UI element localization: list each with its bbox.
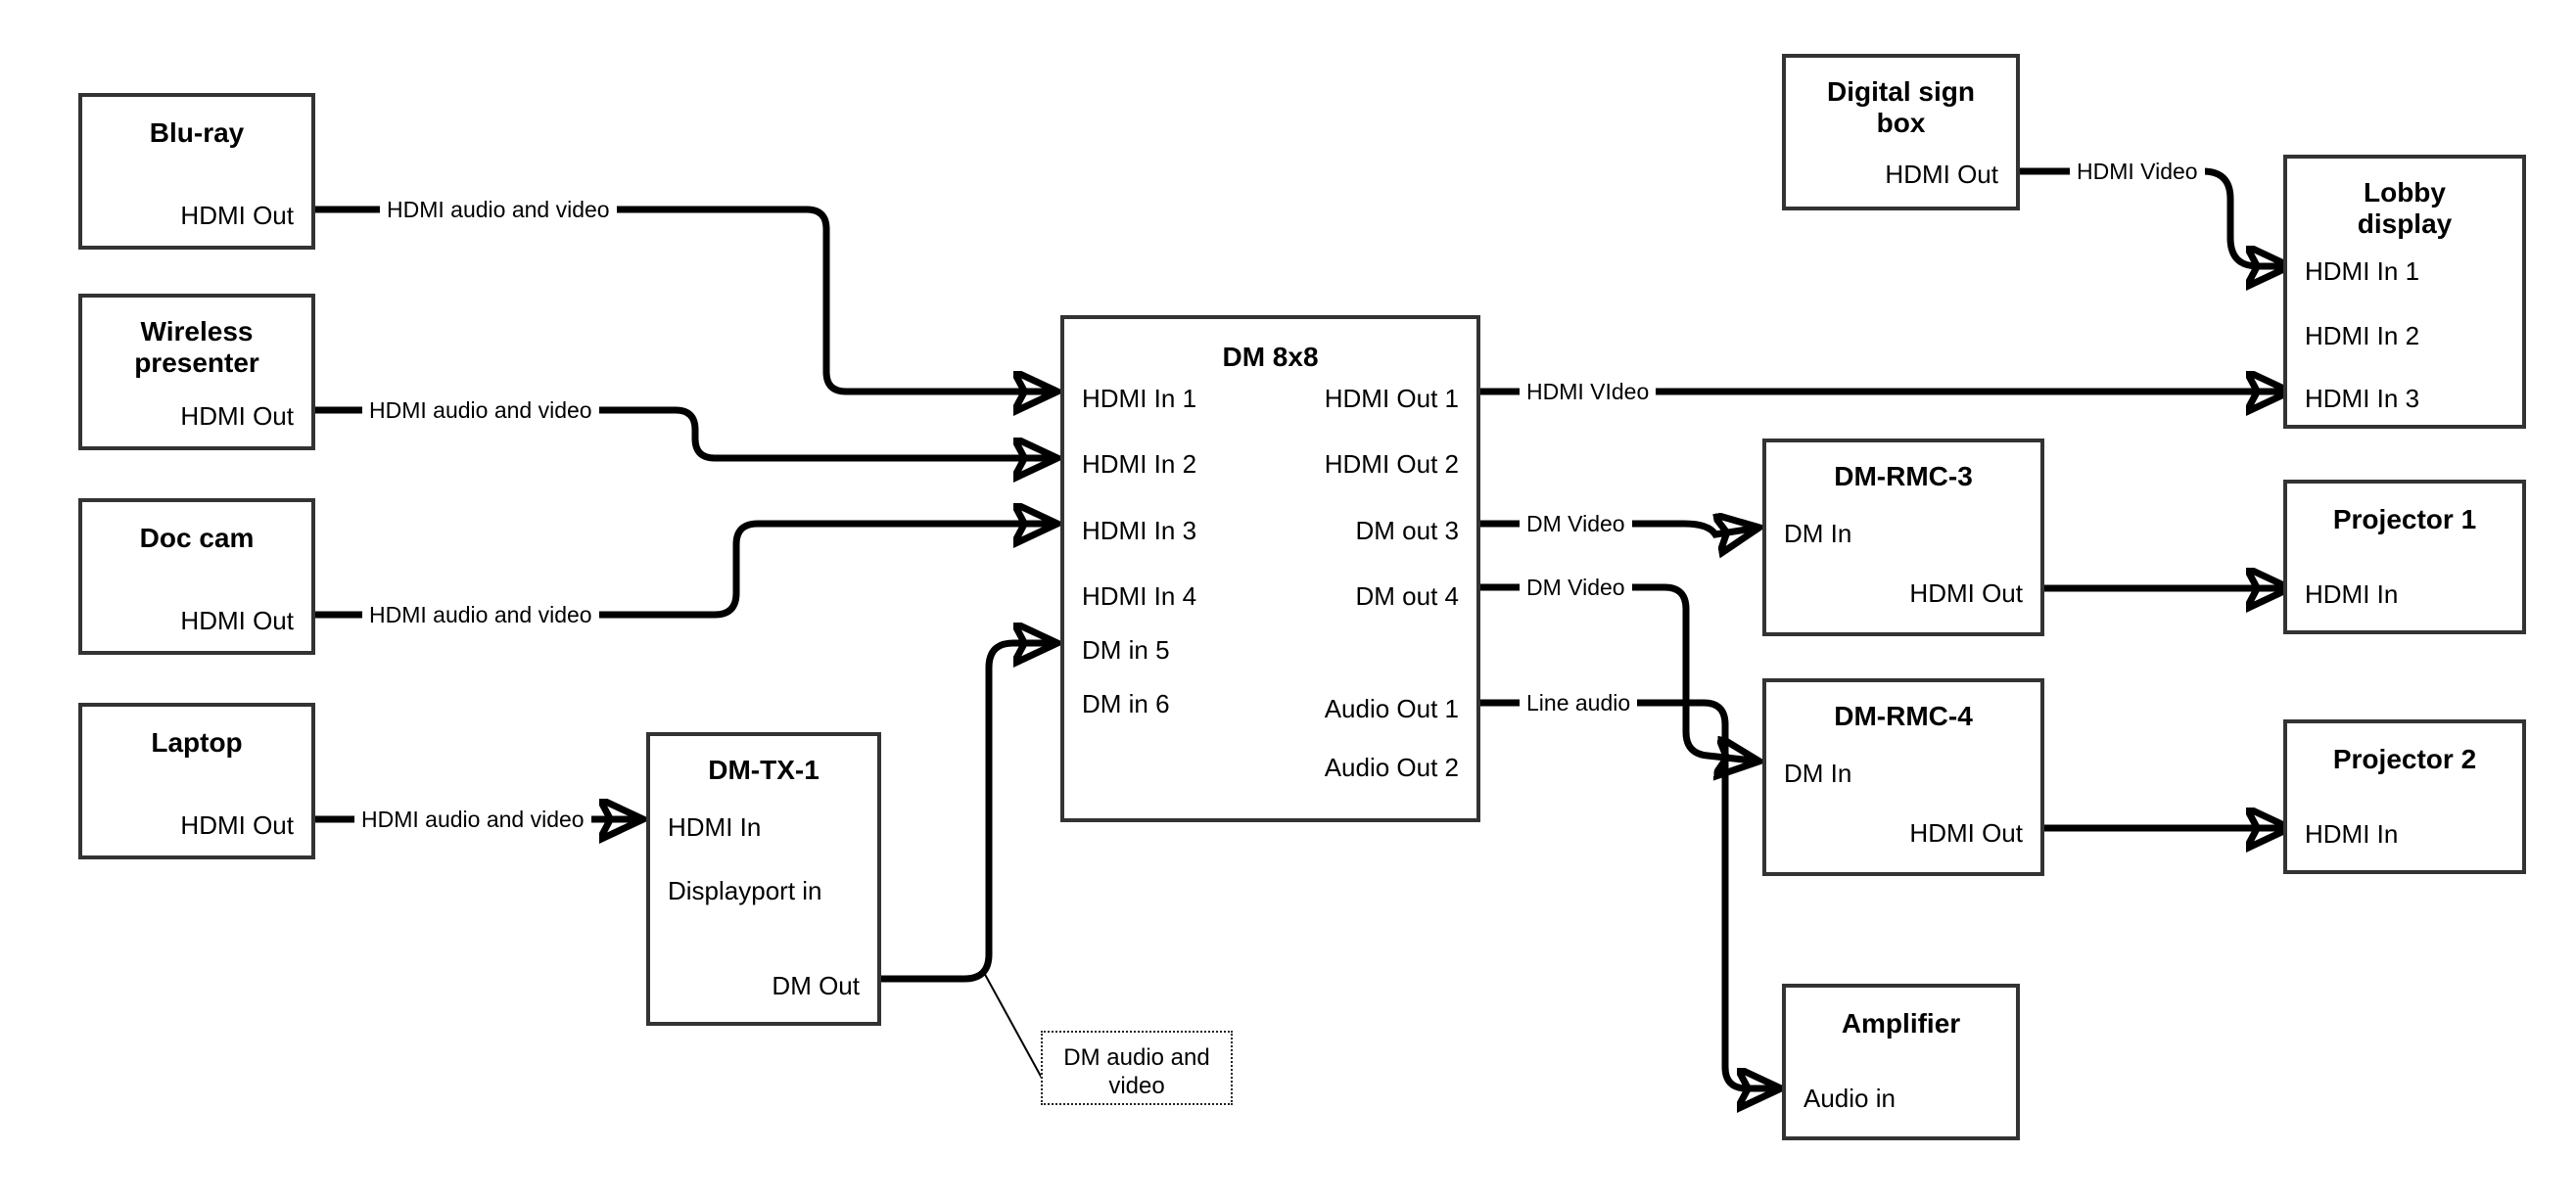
edge-label-dm-out3: DM Video xyxy=(1520,511,1632,537)
node-dm-8x8-input-hdmi-in-1: HDMI In 1 xyxy=(1082,384,1197,413)
node-laptop-port-hdmi-out: HDMI Out xyxy=(180,810,294,840)
node-amplifier-title: Amplifier xyxy=(1841,1008,1961,1039)
node-dm-8x8-title: DM 8x8 xyxy=(1222,342,1319,372)
node-lobby-display-title-line2: display xyxy=(2357,208,2453,239)
edge-label-doccam-to-dm: HDMI audio and video xyxy=(362,602,599,628)
node-dm-rmc-4[interactable]: DM-RMC-4 DM In HDMI Out xyxy=(1762,678,2044,876)
node-dm-8x8-input-hdmi-in-4: HDMI In 4 xyxy=(1082,581,1197,611)
edge-label-dm-out4: DM Video xyxy=(1520,575,1632,601)
node-projector-1-port-hdmi-in: HDMI In xyxy=(2305,579,2399,609)
node-laptop-title: Laptop xyxy=(151,727,243,758)
node-wireless-presenter[interactable]: Wireless presenter HDMI Out xyxy=(78,294,315,450)
node-projector-2-title: Projector 2 xyxy=(2332,744,2477,774)
node-lobby-display-input-hdmi-in-1: HDMI In 1 xyxy=(2305,256,2420,286)
node-projector-1-title: Projector 1 xyxy=(2332,504,2477,534)
node-dm-8x8-input-hdmi-in-2: HDMI In 2 xyxy=(1082,449,1197,479)
node-dm-rmc-3[interactable]: DM-RMC-3 DM In HDMI Out xyxy=(1762,439,2044,636)
node-projector-2-port-hdmi-in: HDMI In xyxy=(2305,819,2399,849)
node-dm-8x8-output-hdmi-out-2: HDMI Out 2 xyxy=(1324,449,1459,479)
edge-label-bluray-to-dm: HDMI audio and video xyxy=(380,197,617,223)
node-projector-1[interactable]: Projector 1 HDMI In xyxy=(2283,480,2526,634)
edge-label-sign-to-lobby: HDMI Video xyxy=(2070,159,2205,185)
node-wireless-presenter-title-line2: presenter xyxy=(134,347,259,378)
node-dm-8x8-output-audio-out-2: Audio Out 2 xyxy=(1324,753,1459,782)
node-digital-sign-box-title-line1: Digital sign xyxy=(1827,76,1975,107)
edge-label-wireless-to-dm: HDMI audio and video xyxy=(362,397,599,424)
node-dm-8x8-input-dm-in-5: DM in 5 xyxy=(1082,635,1170,665)
node-dm-rmc-4-port-hdmi-out: HDMI Out xyxy=(1909,818,2023,848)
node-digital-sign-box[interactable]: Digital sign box HDMI Out xyxy=(1782,54,2020,210)
node-dm-rmc-3-title: DM-RMC-3 xyxy=(1834,461,1973,491)
node-lobby-display-input-hdmi-in-3: HDMI In 3 xyxy=(2305,384,2420,413)
annotation-line-1: DM audio and xyxy=(1063,1044,1210,1071)
node-doc-cam-port-hdmi-out: HDMI Out xyxy=(180,606,294,635)
node-dm-tx-1[interactable]: DM-TX-1 HDMI In Displayport in DM Out xyxy=(646,732,881,1026)
node-dm-8x8-output-dm-out-4: DM out 4 xyxy=(1355,581,1460,611)
node-bluray[interactable]: Blu-ray HDMI Out xyxy=(78,93,315,250)
node-lobby-display-title-line1: Lobby xyxy=(2364,177,2446,208)
node-dm-8x8-output-audio-out-1: Audio Out 1 xyxy=(1324,694,1459,723)
node-laptop[interactable]: Laptop HDMI Out xyxy=(78,703,315,859)
node-digital-sign-box-title-line2: box xyxy=(1876,108,1926,138)
node-amplifier[interactable]: Amplifier Audio in xyxy=(1782,984,2020,1140)
node-projector-2[interactable]: Projector 2 HDMI In xyxy=(2283,719,2526,874)
node-digital-sign-box-port-hdmi-out: HDMI Out xyxy=(1885,160,1998,189)
node-wireless-presenter-port-hdmi-out: HDMI Out xyxy=(180,401,294,431)
node-dm-8x8-output-dm-out-3: DM out 3 xyxy=(1355,516,1460,545)
edge-label-dm-audio-out1: Line audio xyxy=(1520,690,1638,716)
annotation-dm-audio-and-video: DM audio and video xyxy=(1041,1031,1233,1105)
node-dm-rmc-3-port-dm-in: DM In xyxy=(1784,519,1852,548)
node-bluray-title: Blu-ray xyxy=(149,117,245,148)
node-doc-cam-title: Doc cam xyxy=(139,523,255,553)
node-dm-tx-1-port-hdmi-in: HDMI In xyxy=(668,812,762,842)
node-wireless-presenter-title-line1: Wireless xyxy=(140,316,254,346)
node-amplifier-port-audio-in: Audio in xyxy=(1803,1084,1896,1113)
annotation-line-2: video xyxy=(1108,1072,1165,1099)
node-lobby-display[interactable]: Lobby display HDMI In 1 HDMI In 2 HDMI I… xyxy=(2283,155,2526,429)
node-dm-rmc-3-port-hdmi-out: HDMI Out xyxy=(1909,578,2023,608)
node-dm-rmc-4-title: DM-RMC-4 xyxy=(1834,701,1973,731)
node-bluray-port-hdmi-out: HDMI Out xyxy=(180,201,294,230)
node-dm-8x8-output-hdmi-out-1: HDMI Out 1 xyxy=(1324,384,1459,413)
edge-label-laptop-to-tx: HDMI audio and video xyxy=(354,807,591,833)
node-dm-rmc-4-port-dm-in: DM In xyxy=(1784,759,1852,788)
node-dm-tx-1-port-dm-out: DM Out xyxy=(772,971,860,1000)
node-lobby-display-input-hdmi-in-2: HDMI In 2 xyxy=(2305,321,2420,350)
edge-label-dm-hdmi-out1: HDMI VIdeo xyxy=(1520,379,1657,405)
node-dm-8x8-input-dm-in-6: DM in 6 xyxy=(1082,689,1170,718)
node-dm-tx-1-port-displayport-in: Displayport in xyxy=(668,876,822,905)
node-doc-cam[interactable]: Doc cam HDMI Out xyxy=(78,498,315,655)
node-dm-8x8[interactable]: DM 8x8 HDMI In 1 HDMI In 2 HDMI In 3 HDM… xyxy=(1060,315,1480,822)
node-dm-tx-1-title: DM-TX-1 xyxy=(708,755,820,785)
node-dm-8x8-input-hdmi-in-3: HDMI In 3 xyxy=(1082,516,1197,545)
